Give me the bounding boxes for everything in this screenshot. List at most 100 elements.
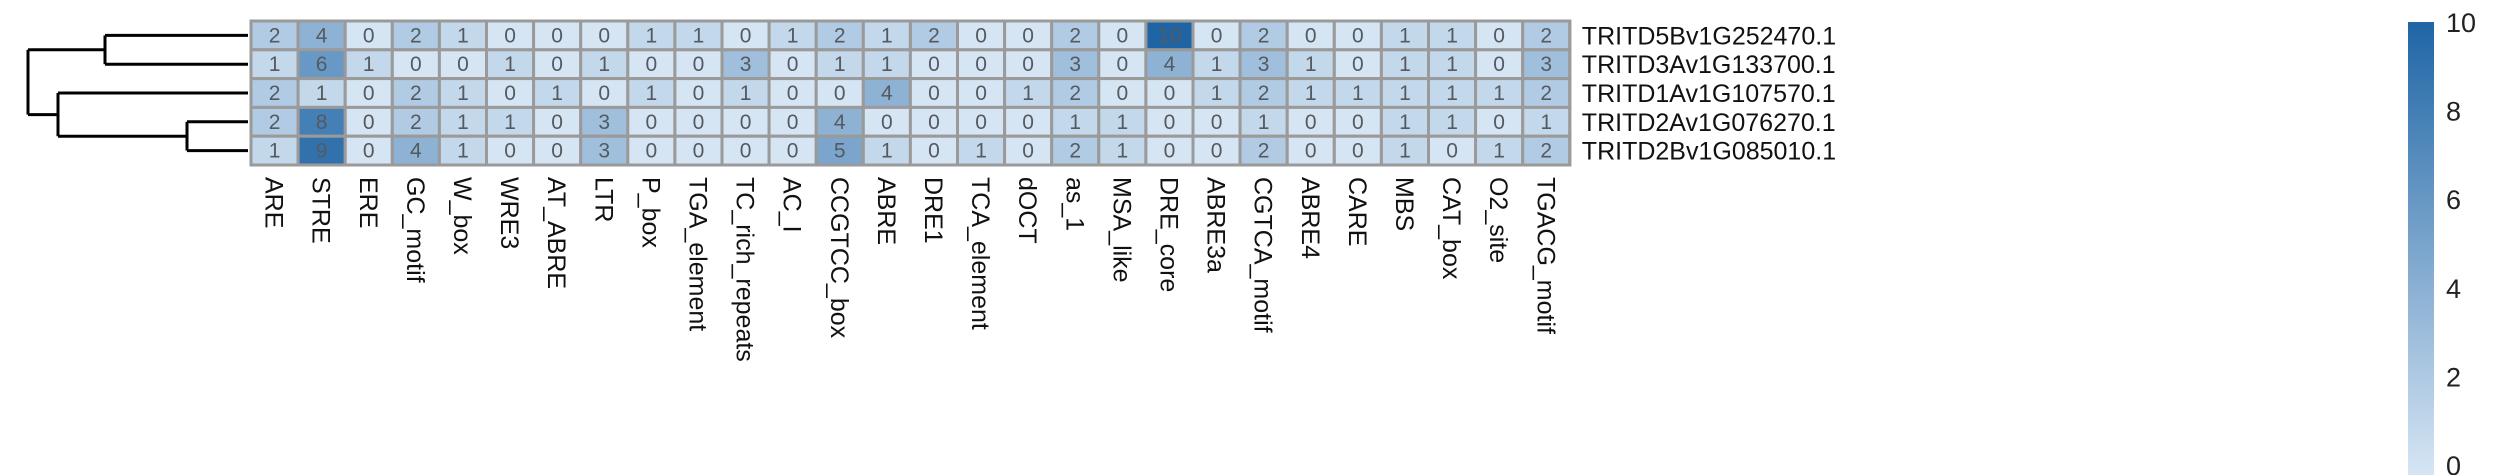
heatmap-cell bbox=[767, 77, 818, 109]
cell-value-label: 1 bbox=[363, 53, 375, 76]
cell-value-label: 0 bbox=[1022, 140, 1034, 163]
cell-value-label: 0 bbox=[975, 111, 987, 134]
cell-value-label: 1 bbox=[504, 111, 516, 134]
heatmap-cell bbox=[673, 19, 724, 52]
cell-value-label: 10 bbox=[1158, 24, 1181, 47]
heatmap-cell bbox=[296, 77, 347, 109]
cell-value-label: 2 bbox=[1258, 140, 1270, 163]
cell-value-label: 1 bbox=[504, 53, 516, 76]
cell-value-label: 0 bbox=[551, 140, 563, 163]
colorbar-tick-label: 0 bbox=[2446, 451, 2461, 475]
cell-value-label: 3 bbox=[1069, 53, 1081, 76]
column-label: W_box bbox=[448, 177, 476, 255]
cell-value-label: 0 bbox=[1493, 53, 1505, 76]
row-label: TRITD5Bv1G252470.1 bbox=[1582, 22, 1836, 50]
cell-value-label: 2 bbox=[1258, 82, 1270, 105]
cell-value-label: 0 bbox=[693, 53, 705, 76]
cell-value-label: 0 bbox=[787, 140, 799, 163]
cell-value-label: 0 bbox=[1352, 140, 1364, 163]
row-labels: TRITD5Bv1G252470.1TRITD3Av1G133700.1TRIT… bbox=[1582, 22, 1836, 165]
cell-value-label: 6 bbox=[316, 53, 328, 76]
colorbar-tick-label: 10 bbox=[2446, 8, 2476, 38]
cell-value-label: 1 bbox=[457, 111, 469, 134]
cell-value-label: 1 bbox=[881, 24, 893, 47]
column-label: as_1 bbox=[1060, 177, 1088, 231]
colorbar-tick-label: 2 bbox=[2446, 362, 2461, 392]
cell-value-label: 1 bbox=[1446, 111, 1458, 134]
heatmap-cell bbox=[1191, 105, 1242, 138]
cell-value-label: 1 bbox=[787, 24, 799, 47]
cell-value-label: 0 bbox=[363, 24, 375, 47]
heatmap-cell bbox=[908, 105, 960, 138]
cell-value-label: 1 bbox=[598, 53, 610, 76]
heatmap-cell bbox=[814, 134, 865, 167]
cell-value-label: 1 bbox=[316, 82, 328, 105]
cell-value-label: 3 bbox=[740, 53, 752, 76]
cell-value-label: 5 bbox=[834, 140, 846, 163]
cell-value-label: 0 bbox=[740, 111, 752, 134]
cell-value-label: 0 bbox=[787, 53, 799, 76]
cell-value-label: 1 bbox=[1305, 53, 1317, 76]
cell-value-label: 1 bbox=[1399, 53, 1411, 76]
cell-value-label: 0 bbox=[1211, 140, 1223, 163]
heatmap-cell bbox=[390, 77, 441, 109]
cell-value-label: 0 bbox=[646, 53, 658, 76]
column-label: CCGTCC_box bbox=[825, 177, 853, 339]
cell-value-label: 0 bbox=[928, 140, 940, 163]
cell-value-label: 2 bbox=[1069, 24, 1081, 47]
colorbar-tick-label: 4 bbox=[2446, 274, 2461, 304]
heatmap-cell bbox=[626, 48, 677, 81]
cell-value-label: 0 bbox=[1446, 140, 1458, 163]
cell-value-label: 1 bbox=[1117, 111, 1129, 134]
column-label: TGACG_motif bbox=[1531, 177, 1559, 334]
heatmap-cell bbox=[861, 77, 912, 109]
cell-value-label: 1 bbox=[1305, 82, 1317, 105]
cell-value-label: 1 bbox=[834, 53, 846, 76]
heatmap-cell bbox=[532, 19, 583, 52]
cell-value-label: 3 bbox=[1540, 53, 1552, 76]
cell-value-label: 8 bbox=[316, 111, 328, 134]
cell-value-label: 2 bbox=[410, 24, 422, 47]
cell-value-label: 0 bbox=[1305, 24, 1317, 47]
column-label: dOCT bbox=[1013, 177, 1041, 244]
cell-value-label: 3 bbox=[1258, 53, 1270, 76]
heatmap-cell bbox=[437, 48, 488, 81]
cell-value-label: 4 bbox=[316, 24, 328, 47]
cell-value-label: 0 bbox=[787, 111, 799, 134]
cell-value-label: 0 bbox=[975, 82, 987, 105]
cell-value-label: 2 bbox=[928, 24, 940, 47]
column-label: ARE bbox=[260, 177, 288, 228]
cell-value-label: 0 bbox=[1211, 111, 1223, 134]
cell-value-label: 0 bbox=[740, 140, 752, 163]
cell-value-label: 0 bbox=[1352, 53, 1364, 76]
cell-value-label: 2 bbox=[1069, 140, 1081, 163]
cell-value-label: 1 bbox=[1399, 111, 1411, 134]
column-label: STRE bbox=[307, 177, 335, 244]
cell-value-label: 0 bbox=[1117, 24, 1129, 47]
cell-value-label: 2 bbox=[1540, 140, 1552, 163]
cell-value-label: 0 bbox=[504, 82, 516, 105]
cell-value-label: 1 bbox=[1399, 140, 1411, 163]
heatmap-cell bbox=[1003, 134, 1054, 167]
cell-value-label: 1 bbox=[1352, 82, 1364, 105]
heatmap-cell bbox=[1097, 105, 1148, 138]
cell-value-label: 0 bbox=[1352, 111, 1364, 134]
heatmap-cell bbox=[1379, 134, 1431, 167]
cell-value-label: 0 bbox=[1022, 111, 1034, 134]
column-label: AC_I bbox=[778, 177, 806, 233]
colorbar-tick-label: 8 bbox=[2446, 97, 2461, 127]
cell-value-label: 4 bbox=[1164, 53, 1176, 76]
cell-value-label: 1 bbox=[881, 53, 893, 76]
heatmap-cell bbox=[1003, 77, 1054, 109]
cell-value-label: 1 bbox=[1069, 111, 1081, 134]
heatmap-cell bbox=[1379, 77, 1431, 109]
cell-value-label: 0 bbox=[551, 24, 563, 47]
row-dendrogram bbox=[26, 33, 248, 153]
cell-value-label: 4 bbox=[834, 111, 846, 134]
column-label: CARE bbox=[1343, 177, 1371, 246]
heatmap-cell bbox=[956, 77, 1007, 109]
cell-value-label: 0 bbox=[928, 82, 940, 105]
cell-value-label: 1 bbox=[646, 82, 658, 105]
heatmap-frame bbox=[249, 19, 1572, 167]
